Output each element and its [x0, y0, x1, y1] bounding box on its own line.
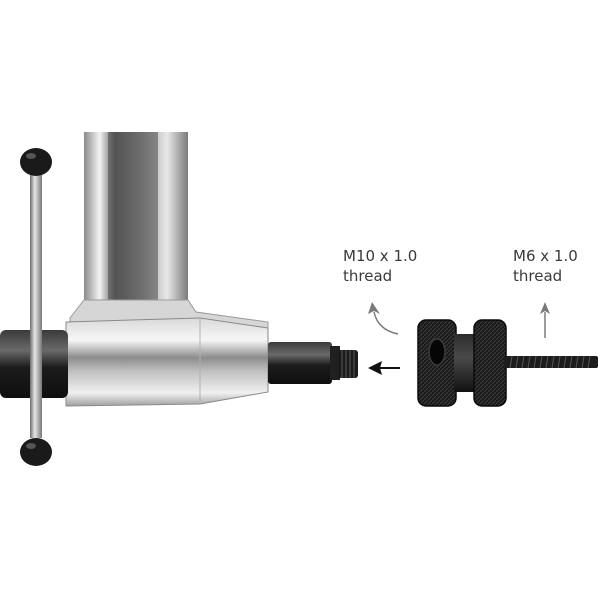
callout-arrow-m6-icon [540, 302, 550, 338]
m6-thread-label-line1: M6 x 1.0 [513, 247, 578, 265]
adapter-bore [428, 338, 446, 366]
insert-arrow-icon [368, 361, 400, 375]
handle-ball-top [20, 148, 52, 176]
callout-arrow-m10-icon [368, 302, 399, 335]
horizontal-body [65, 317, 269, 407]
vertical-column [84, 132, 188, 332]
m6-thread-label: M6 x 1.0 thread [513, 246, 578, 286]
m6-screw [504, 355, 598, 369]
m10-thread-label: M10 x 1.0 thread [343, 246, 417, 286]
m10-thread-label-line1: M10 x 1.0 [343, 247, 418, 265]
m6-thread-label-line2: thread [513, 267, 563, 285]
t-handle [20, 148, 52, 466]
spindle [268, 342, 332, 384]
knurled-adapter [417, 319, 507, 407]
m10-thread-label-line2: thread [343, 267, 393, 285]
threaded-tip-m10 [338, 350, 358, 378]
handle-ball-bottom [20, 438, 52, 466]
